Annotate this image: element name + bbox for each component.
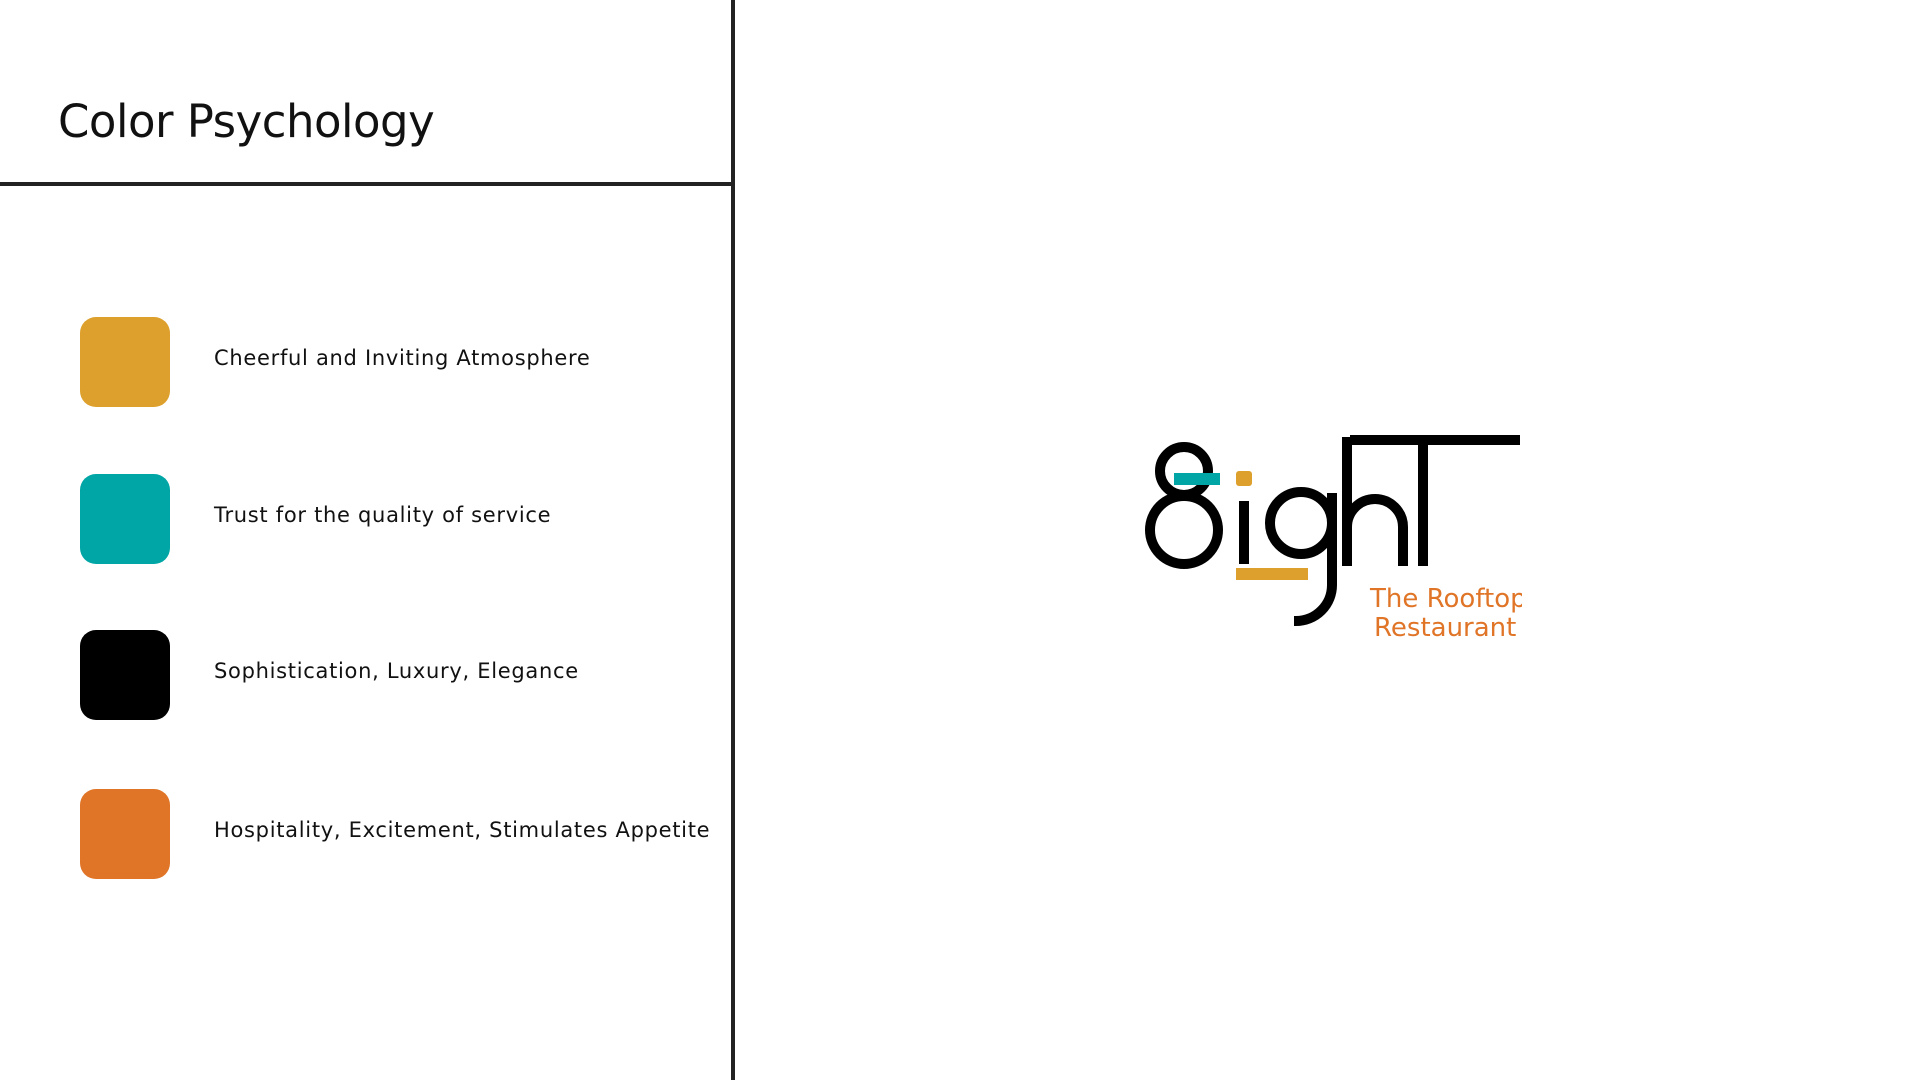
color-swatch-yellow (80, 317, 170, 407)
logo-g-descender (1294, 493, 1337, 626)
color-item-black: Sophistication, Luxury, Elegance (80, 630, 720, 720)
page-title: Color Psychology (58, 95, 435, 148)
color-swatch-orange (80, 789, 170, 879)
eight-logo: The Rooftop Restaurant (1140, 435, 1522, 647)
logo-tagline-line1: The Rooftop (1369, 584, 1522, 614)
color-label-orange: Hospitality, Excitement, Stimulates Appe… (214, 818, 711, 842)
logo-i-dot (1236, 471, 1252, 486)
logo-g-bowl (1265, 487, 1337, 559)
logo-eight-top-ring (1155, 442, 1213, 500)
logo-h-arch (1342, 494, 1408, 566)
color-label-yellow: Cheerful and Inviting Atmosphere (214, 346, 591, 370)
title-area: Color Psychology (0, 0, 735, 186)
logo-tagline-line2: Restaurant (1374, 613, 1516, 643)
logo-teal-bar (1174, 473, 1220, 485)
color-label-teal: Trust for the quality of service (214, 503, 552, 527)
eight-logo-mark: The Rooftop Restaurant (1145, 435, 1522, 643)
color-item-yellow: Cheerful and Inviting Atmosphere (80, 317, 720, 407)
logo-yellow-bar (1236, 568, 1308, 580)
color-item-orange: Hospitality, Excitement, Stimulates Appe… (80, 789, 720, 879)
logo-t-bar (1350, 435, 1520, 445)
color-item-teal: Trust for the quality of service (80, 474, 720, 564)
logo-t-stem (1418, 435, 1428, 566)
color-swatch-black (80, 630, 170, 720)
color-swatch-teal (80, 474, 170, 564)
color-label-black: Sophistication, Luxury, Elegance (214, 659, 579, 683)
color-psychology-panel: Color Psychology Cheerful and Inviting A… (0, 0, 735, 1080)
logo-eight-bottom-ring (1145, 491, 1223, 569)
logo-i-stem (1239, 501, 1249, 564)
logo-h-stem (1342, 437, 1352, 566)
